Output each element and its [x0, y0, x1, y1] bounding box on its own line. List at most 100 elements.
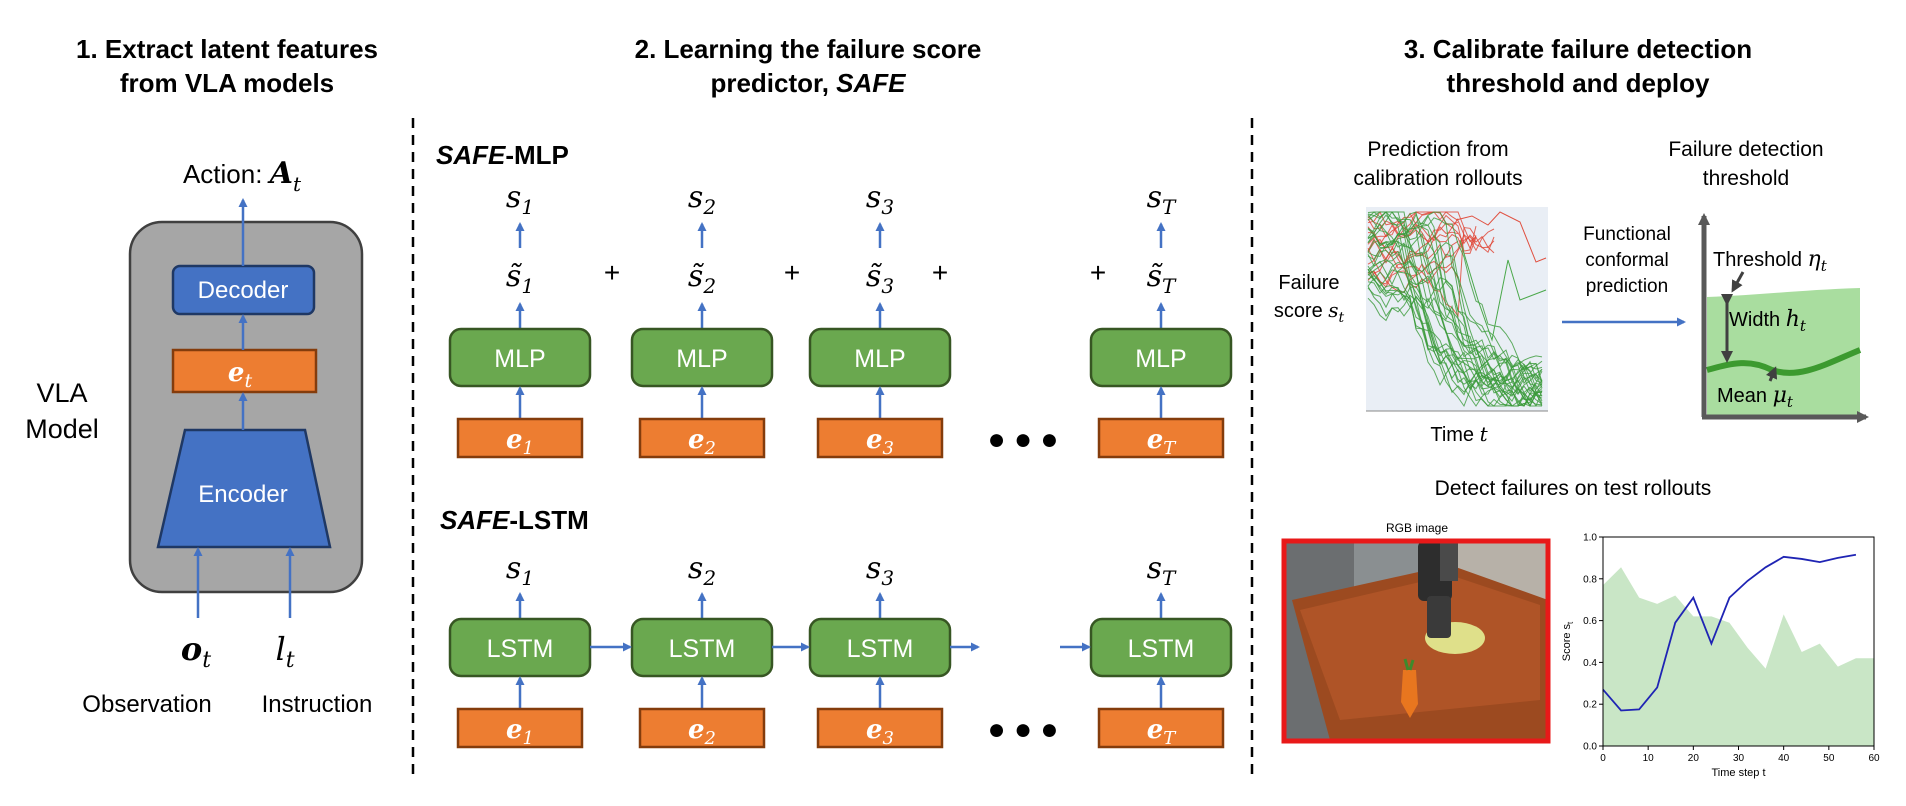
rollout-line-31 [1367, 275, 1543, 407]
instruction-label: Instruction [262, 691, 373, 718]
rollout-line-11 [1367, 233, 1477, 281]
mlp-label-T: MLP [1135, 345, 1186, 373]
panel2-title-line1: 2. Learning the failure score [635, 34, 982, 64]
lstm-score-1: s1 [506, 551, 534, 590]
lstm-embedding-box-2 [638, 707, 766, 749]
panel-2: 2. Learning the failure score predictor,… [436, 34, 1233, 749]
rollout-line-36 [1367, 214, 1543, 407]
lstm-score-T: sT [1147, 551, 1177, 590]
encoder-trapezoid [156, 428, 332, 549]
decoder-label: Decoder [198, 277, 289, 304]
y-tick-label-0.6: 0.6 [1583, 616, 1597, 627]
partial-score-T: s̃T [1147, 259, 1177, 298]
detect-title: Detect failures on test rollouts [1435, 477, 1712, 500]
rgb-image-label: RGB image [1386, 521, 1448, 535]
y-tick-label-0.4: 0.4 [1583, 658, 1597, 669]
plus-sign-2: + [784, 257, 800, 288]
rollout-line-5 [1367, 210, 1477, 252]
y-tick-label-0.8: 0.8 [1583, 574, 1597, 585]
lstm-embedding-box-T [1097, 707, 1225, 749]
lstm-embedding-box-1 [456, 707, 584, 749]
partial-score-1: s̃1 [506, 259, 534, 298]
latent-feature-label: et [228, 358, 253, 392]
x-tick-label-50: 50 [1823, 753, 1835, 764]
panel-3: 3. Calibrate failure detection threshold… [1274, 34, 1880, 779]
embedding-label-3: e3 [866, 425, 894, 459]
mean-label: Mean μt [1717, 383, 1794, 411]
observation-symbol: ot [181, 630, 211, 673]
y-tick-label-0: 0.0 [1583, 742, 1597, 753]
lstm-embedding-label-2: e2 [688, 715, 716, 749]
mlp-ellipsis: ● ● ● [987, 423, 1058, 456]
panel3-title-line1: 3. Calibrate failure detection [1404, 34, 1752, 64]
x-tick-label-60: 60 [1868, 753, 1880, 764]
fcp-label-line3: prediction [1586, 276, 1668, 297]
lstm-ellipsis: ● ● ● [987, 713, 1058, 746]
score-3: s3 [866, 180, 894, 219]
panel1-title-line2: from VLA models [120, 68, 334, 98]
fcp-label-line2: conformal [1585, 250, 1668, 271]
rollout-line-extra-green [1459, 239, 1547, 342]
rollout-line-42 [1367, 233, 1543, 389]
plus-sign-3: + [932, 257, 948, 288]
rgb-image [1281, 538, 1551, 744]
observation-label: Observation [82, 691, 211, 718]
rollout-line-30 [1367, 268, 1543, 380]
safe-lstm-title: SAFE-LSTM [440, 505, 589, 535]
vla-label-line2: Model [25, 414, 99, 444]
mlp-row: s1s̃1MLPe1s2s̃2MLPe2s3s̃3MLPe3sTs̃TMLPeT… [448, 180, 1233, 459]
failure-score-label-line1: Failure [1278, 272, 1339, 294]
lstm-score-3: s3 [866, 551, 894, 590]
y-tick-label-0.2: 0.2 [1583, 700, 1597, 711]
y-axis-label: Score st [1561, 621, 1575, 661]
lstm-score-2: s2 [688, 551, 716, 590]
action-label: Action: At [183, 156, 302, 196]
plus-sign-1: + [604, 257, 620, 288]
embedding-label-T: eT [1147, 425, 1178, 459]
failure-score-label-line2: score st [1274, 298, 1345, 326]
x-tick-label-10: 10 [1643, 753, 1655, 764]
rollout-line-34 [1367, 277, 1543, 390]
x-tick-label-20: 20 [1688, 753, 1700, 764]
score-1: s1 [506, 180, 534, 219]
lstm-embedding-box-3 [816, 707, 944, 749]
lstm-label-T: LSTM [1128, 635, 1195, 663]
rollout-line-37 [1367, 281, 1543, 406]
score-T: sT [1147, 180, 1177, 219]
lstm-label-1: LSTM [487, 635, 554, 663]
encoder-label: Encoder [198, 481, 287, 508]
embedding-box-T [1097, 417, 1225, 459]
prediction-label-line1: Prediction from [1367, 138, 1508, 161]
safe-mlp-title: SAFE-MLP [436, 140, 569, 170]
mlp-label-1: MLP [494, 345, 545, 373]
mlp-label-3: MLP [854, 345, 905, 373]
lstm-embedding-label-3: e3 [866, 715, 894, 749]
x-tick-label-30: 30 [1733, 753, 1745, 764]
panel3-title-line2: threshold and deploy [1447, 68, 1710, 98]
panel-1: 1. Extract latent features from VLA mode… [25, 34, 378, 718]
instruction-symbol: lt [275, 630, 294, 673]
rollout-line-extra-red [1455, 211, 1547, 263]
lstm-embedding-label-T: eT [1147, 715, 1178, 749]
embedding-box-1 [456, 417, 584, 459]
threshold-region [1707, 288, 1860, 417]
mlp-label-2: MLP [676, 345, 727, 373]
latent-feature-box [171, 348, 318, 394]
threshold-title-line1: Failure detection [1668, 138, 1823, 161]
calibration-rollout-lines [1366, 210, 1548, 412]
rollout-line-38 [1367, 285, 1543, 395]
y-tick-label-1: 1.0 [1583, 533, 1597, 544]
partial-score-3: s̃3 [866, 259, 894, 298]
panel1-title-line1: 1. Extract latent features [76, 34, 378, 64]
vla-label-line1: VLA [36, 378, 87, 408]
embedding-box-3 [816, 417, 944, 459]
score-2: s2 [688, 180, 716, 219]
lstm-label-2: LSTM [669, 635, 736, 663]
threshold-label: Threshold ηt [1713, 247, 1828, 275]
partial-score-2: s̃2 [688, 259, 716, 298]
x-tick-label-40: 40 [1778, 753, 1790, 764]
rollout-line-33 [1367, 214, 1543, 407]
